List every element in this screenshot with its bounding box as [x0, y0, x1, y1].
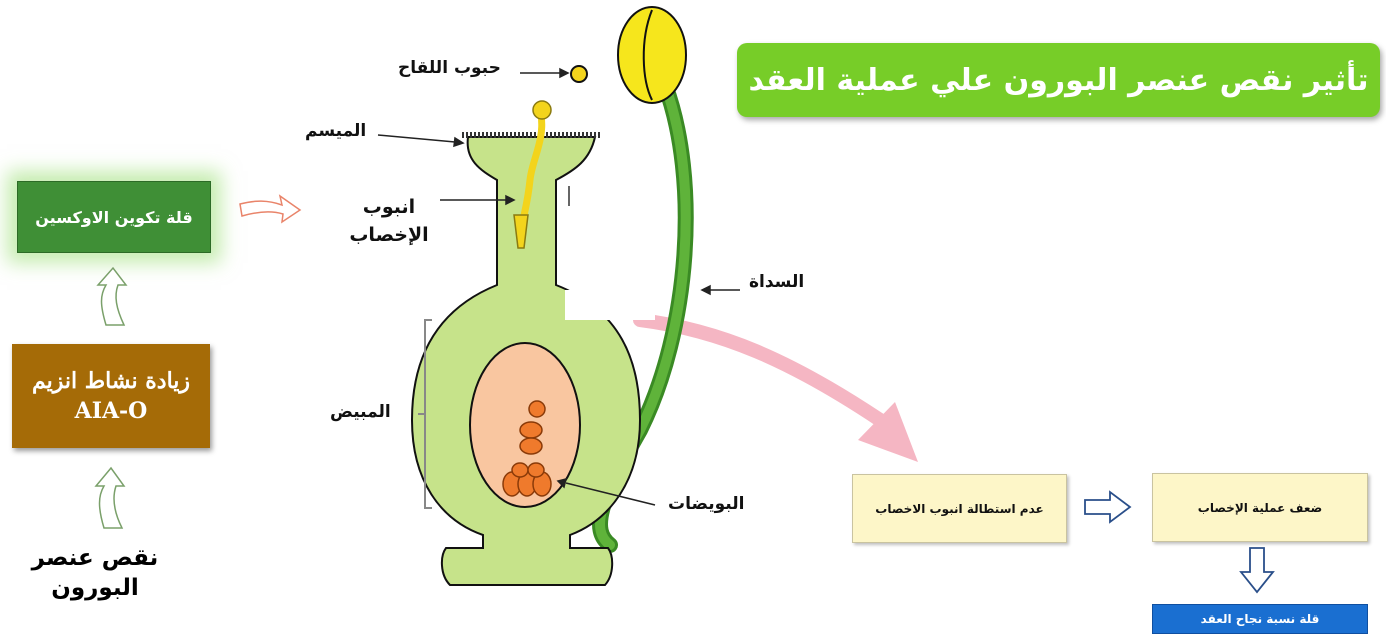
weak-fertilization-label: ضعف عملية الإخصاب	[1198, 501, 1322, 515]
weak-fertilization-box: ضعف عملية الإخصاب	[1152, 473, 1368, 542]
pollen-label: حبوب اللقاح	[398, 58, 501, 78]
pollen-grain	[571, 66, 587, 82]
stigma-label: الميسم	[305, 121, 366, 141]
down-arrow-icon	[1241, 548, 1273, 592]
pollen-tube-label: انبوب الإخصاب	[344, 193, 434, 249]
right-arrow-icon	[1085, 492, 1130, 522]
tube-elongation-box: عدم استطالة انبوب الاخصاب	[852, 474, 1067, 543]
ovary-label: المبيض	[330, 402, 391, 422]
pistil	[412, 101, 640, 585]
up-arrow-icon	[98, 268, 126, 325]
anther	[618, 7, 686, 103]
fruit-set-label: قلة نسبة نجاح العقد	[1201, 612, 1320, 626]
up-arrow-icon	[96, 468, 124, 528]
right-arrow-icon	[240, 196, 300, 222]
pollen-tube-line2: الإخصاب	[344, 221, 434, 249]
style-label: السداة	[749, 272, 804, 292]
pink-arrow-icon	[640, 320, 918, 462]
white-patch	[565, 290, 655, 320]
pollen-tube-line1: انبوب	[344, 193, 434, 221]
tube-elongation-label: عدم استطالة انبوب الاخصاب	[875, 502, 1043, 516]
ovules-label: البويضات	[668, 494, 744, 514]
fruit-set-box: قلة نسبة نجاح العقد	[1152, 604, 1368, 634]
